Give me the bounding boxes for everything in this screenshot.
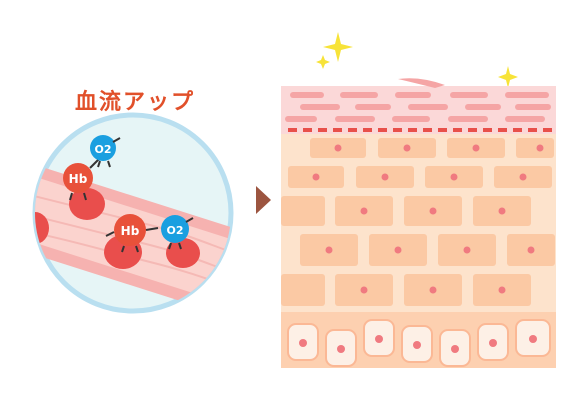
hb-label: Hb bbox=[121, 224, 140, 238]
hb-label: Hb bbox=[69, 172, 88, 186]
hemoglobin-molecule-2: Hb bbox=[105, 214, 159, 253]
o2-label: O2 bbox=[166, 224, 183, 237]
red-blood-cell bbox=[166, 238, 200, 268]
oxygen-molecule-2: O2 bbox=[161, 215, 194, 250]
oxygen-molecule-1: O2 bbox=[90, 135, 121, 168]
skin-cross-section bbox=[281, 78, 556, 368]
red-blood-cell bbox=[35, 212, 49, 244]
o2-label: O2 bbox=[94, 143, 111, 156]
corneum-flakes bbox=[285, 78, 551, 122]
arrow-right-icon bbox=[256, 186, 271, 214]
red-blood-cell bbox=[69, 188, 105, 220]
diagram-title: 血流アップ bbox=[74, 90, 195, 115]
sparkle-icon bbox=[316, 32, 518, 88]
